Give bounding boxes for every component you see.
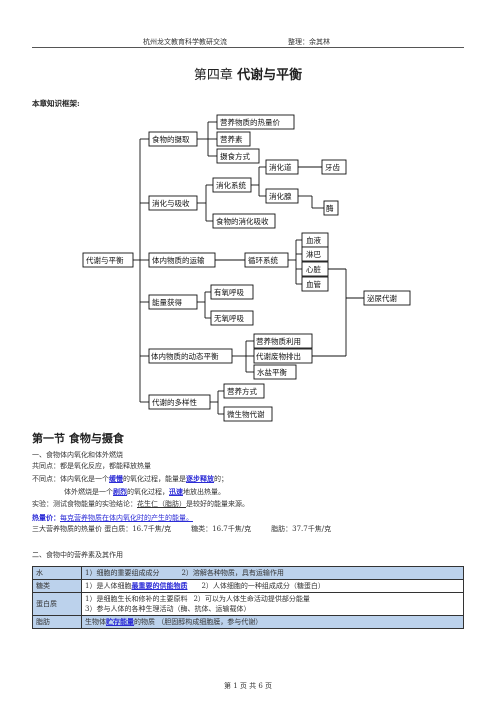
svg-text:体内物质的运输: 体内物质的运输 — [152, 255, 205, 265]
node-blood: 血液 — [301, 232, 329, 248]
svg-text:食物的消化吸收: 食物的消化吸收 — [216, 216, 269, 226]
para-heading-2: 二、食物中的营养素及其作用 — [32, 551, 123, 559]
node-lymph: 淋巴 — [301, 246, 329, 262]
svg-text:能量获得: 能量获得 — [152, 297, 182, 307]
node-waste: 代谢废物排出 — [253, 348, 313, 364]
table-row: 脂肪 生物体贮存能量的物质 （胆固醇构成细胞膜，参与代谢） — [32, 615, 464, 629]
svg-text:血管: 血管 — [306, 279, 321, 289]
para-three-values: 三大营养物质的热量价 蛋白质：16.7千焦/克糖类：16.7千焦/克脂肪：37.… — [32, 525, 332, 533]
node-aerobic: 有氧呼吸 — [210, 284, 254, 300]
svg-text:泌尿代谢: 泌尿代谢 — [367, 293, 397, 303]
node-food-absorb: 食物的消化吸收 — [212, 213, 276, 229]
svg-text:循环系统: 循环系统 — [248, 255, 278, 265]
node-dynamic: 体内物质的动态平衡 — [148, 348, 233, 364]
node-digestive-system: 消化系统 — [212, 177, 252, 193]
svg-text:水盐平衡: 水盐平衡 — [257, 367, 287, 377]
node-energy: 能量获得 — [148, 294, 198, 310]
chapter-title: 第四章 代谢与平衡 — [0, 64, 496, 83]
node-utilization: 营养物质利用 — [253, 333, 313, 349]
node-heart: 心脏 — [301, 261, 329, 277]
svg-text:代谢的多样性: 代谢的多样性 — [152, 397, 197, 407]
svg-text:食物的摄取: 食物的摄取 — [152, 134, 190, 144]
node-root: 代谢与平衡 — [82, 252, 134, 268]
row-key: 脂肪 — [32, 615, 82, 629]
svg-text:营养物质利用: 营养物质利用 — [256, 336, 301, 346]
row-key: 蛋白质 — [32, 592, 82, 616]
svg-text:体内物质的动态平衡: 体内物质的动态平衡 — [151, 351, 219, 361]
node-nutrition-mode: 营养方式 — [223, 383, 265, 399]
para-calorific: 热量价：每克营养物质在体内氧化时的产生的能量。 — [32, 513, 193, 522]
chapter-number: 第四章 — [193, 68, 233, 83]
svg-text:有氧呼吸: 有氧呼吸 — [214, 287, 244, 297]
node-heat: 营养物质的热量价 — [216, 114, 295, 130]
section-title: 第一节 食物与摄食 — [32, 432, 124, 445]
node-diet: 摄食方式 — [216, 148, 260, 164]
svg-text:消化道: 消化道 — [269, 162, 292, 172]
svg-text:心脏: 心脏 — [306, 264, 321, 274]
svg-text:微生物代谢: 微生物代谢 — [227, 409, 265, 419]
connectors — [133, 121, 364, 415]
node-diversity: 代谢的多样性 — [148, 394, 211, 410]
page-footer: 第 1 页 共 6 页 — [223, 682, 273, 690]
svg-text:营养素: 营养素 — [220, 134, 243, 144]
concept-map: 代谢与平衡 食物的摄取 营养物质的热量价 营养素 摄食方式 消化与吸收 消化系统… — [82, 114, 411, 422]
svg-text:消化与吸收: 消化与吸收 — [152, 198, 190, 208]
node-excretion: 泌尿代谢 — [363, 290, 411, 306]
svg-text:无氧呼吸: 无氧呼吸 — [214, 313, 244, 323]
svg-text:营养方式: 营养方式 — [227, 386, 257, 396]
svg-text:消化系统: 消化系统 — [216, 180, 246, 190]
svg-text:代谢废物排出: 代谢废物排出 — [256, 351, 301, 361]
row-content: 生物体贮存能量的物质 （胆固醇构成细胞膜，参与代谢） — [81, 615, 464, 629]
node-digest-absorb: 消化与吸收 — [148, 195, 198, 211]
node-vessels: 血管 — [301, 276, 329, 292]
svg-text:摄食方式: 摄食方式 — [220, 151, 250, 161]
para-common: 共同点：都是氧化反应，都能释放热量 — [32, 462, 151, 470]
svg-text:酶: 酶 — [326, 203, 334, 213]
node-enzyme: 酶 — [323, 200, 339, 216]
para-experiment: 实验：测试食物能量的实验结论：花生仁（脂肪）是较好的能量来源。 — [32, 500, 249, 508]
node-teeth: 牙齿 — [321, 159, 347, 175]
svg-text:代谢与平衡: 代谢与平衡 — [86, 255, 124, 265]
svg-text:血液: 血液 — [306, 235, 321, 245]
node-nutrients: 营养素 — [216, 131, 251, 147]
node-glands: 消化腺 — [265, 188, 299, 204]
node-tract: 消化道 — [265, 159, 299, 175]
framework-label: 本章知识框架: — [32, 99, 80, 108]
node-ingestion: 食物的摄取 — [148, 131, 198, 147]
header-divider — [32, 47, 464, 48]
svg-text:消化腺: 消化腺 — [269, 191, 292, 201]
chapter-name: 代谢与平衡 — [237, 68, 303, 83]
row-key: 水 — [32, 566, 82, 580]
svg-text:淋巴: 淋巴 — [306, 249, 321, 259]
para-heading-1: 一、食物体内氧化和体外燃烧 — [32, 451, 123, 459]
node-microbe: 微生物代谢 — [223, 406, 273, 422]
svg-text:牙齿: 牙齿 — [325, 163, 340, 172]
node-transport: 体内物质的运输 — [148, 252, 216, 268]
node-water: 水盐平衡 — [253, 364, 297, 380]
row-key: 糖类 — [32, 579, 82, 593]
header-right: 整理：余其林 — [288, 38, 330, 46]
header-left: 杭州龙文教育科学教研交流 — [143, 38, 227, 46]
node-circulation: 循环系统 — [244, 252, 289, 268]
para-difference-1: 不同点：体内氧化是一个缓慢的氧化过程，能量是逐步释放的； — [32, 474, 228, 483]
node-anaerobic: 无氧呼吸 — [210, 310, 254, 326]
para-difference-2: 体外燃烧是一个剧烈的氧化过程，迅速地放出热量。 — [64, 487, 225, 496]
svg-text:营养物质的热量价: 营养物质的热量价 — [220, 117, 280, 127]
